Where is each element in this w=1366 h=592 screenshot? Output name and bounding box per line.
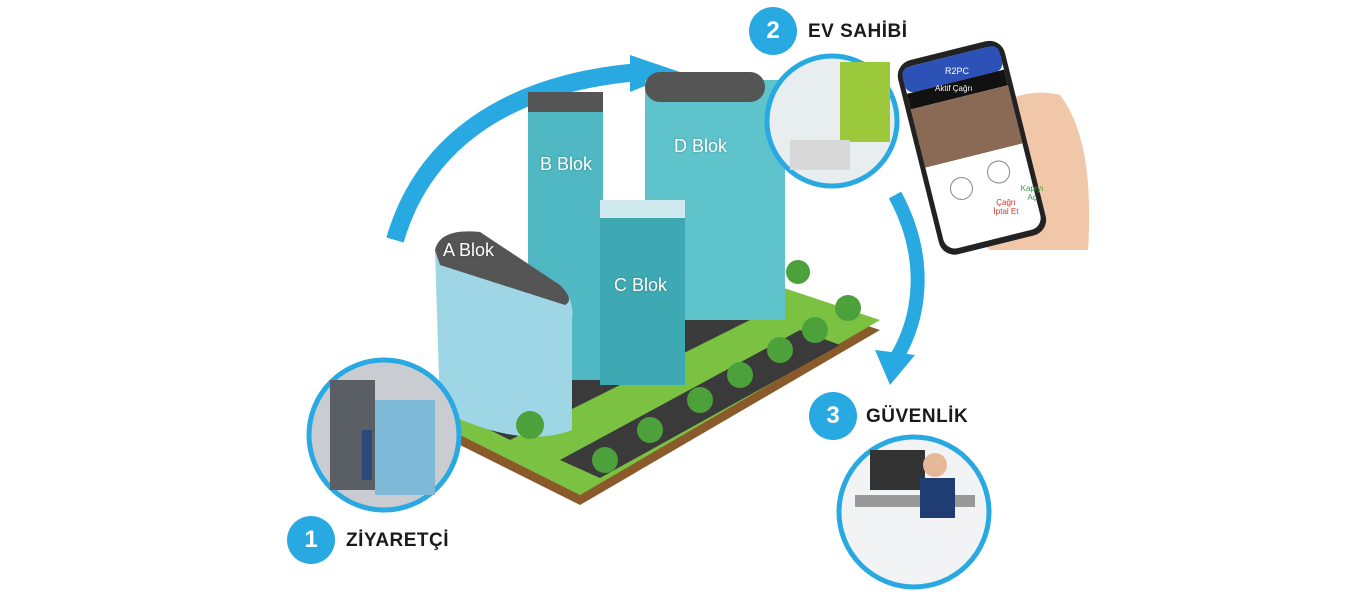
- arrow-visitor-to-home: [386, 63, 641, 243]
- building-label-b: B Blok: [540, 154, 593, 174]
- building-label-d: D Blok: [674, 136, 728, 156]
- building-c: [600, 210, 685, 385]
- arrow-head-icon: [875, 350, 915, 385]
- phone-call-status: Aktif Çağrı: [935, 84, 973, 93]
- step-number-3: 3: [809, 392, 857, 440]
- reject-call-button[interactable]: Çağrı İptal Et: [993, 198, 1019, 216]
- step-label-visitor: ZİYARETÇİ: [346, 530, 450, 551]
- building-label-c: C Blok: [614, 275, 668, 295]
- step-number-2: 2: [749, 7, 797, 55]
- step-label-home-owner: EV SAHİBİ: [808, 21, 908, 42]
- building-label-a: A Blok: [443, 240, 495, 260]
- step-number-1: 1: [287, 516, 335, 564]
- step-label-security: GÜVENLİK: [866, 406, 969, 427]
- arrow-home-to-security: [888, 191, 925, 364]
- open-door-button[interactable]: Kapıyı Aç: [1020, 184, 1044, 202]
- phone-app-title: R2PC: [945, 66, 970, 76]
- smartphone: [897, 40, 1047, 255]
